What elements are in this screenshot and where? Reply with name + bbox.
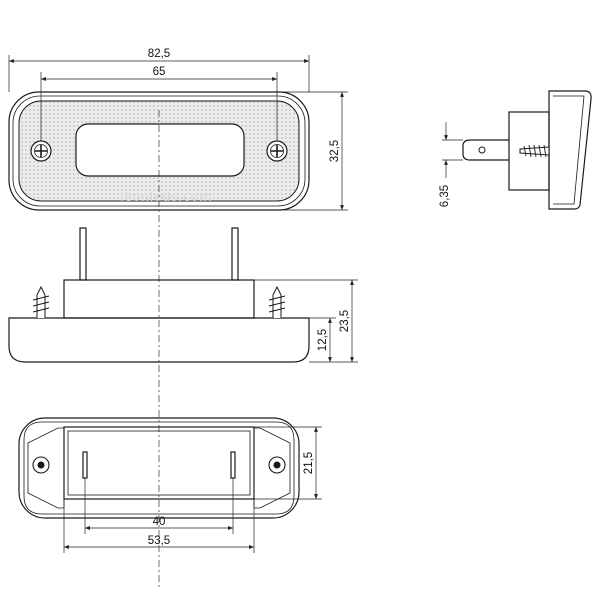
screw-icon — [30, 140, 52, 162]
dimension-base-height: 12,5 — [317, 329, 329, 351]
dimension-overall-length: 82,5 — [148, 48, 170, 60]
side-housing — [548, 90, 592, 210]
screw-icon — [266, 140, 288, 162]
rear-view: 21,5 40 53,5 — [18, 417, 322, 553]
side-view: 6,35 — [439, 90, 592, 210]
terminal-pin — [79, 227, 87, 281]
terminal-slot — [230, 451, 236, 479]
dimension-terminal-spacing: 40 — [153, 516, 166, 528]
section-view: 23,5 12,5 — [8, 227, 358, 363]
base-plate — [8, 317, 310, 363]
screw-icon — [268, 285, 286, 318]
screw-hole-icon — [32, 456, 50, 474]
rear-center-block — [63, 426, 255, 500]
rear-housing-outline — [18, 417, 300, 519]
watermark: leonleds.com — [120, 190, 212, 205]
front-view: leonleds.com 82,5 65 32,5 — [8, 48, 348, 211]
screw-icon — [32, 285, 50, 318]
light-window — [75, 123, 245, 177]
dimension-total-depth: 23,5 — [339, 310, 351, 332]
spade-terminal — [462, 139, 509, 161]
dimension-rear-length: 53,5 — [148, 535, 170, 547]
dimension-terminal-width: 6,35 — [439, 185, 451, 207]
dimension-rear-height: 21,5 — [303, 452, 315, 474]
terminal-pin — [231, 227, 239, 281]
dimension-hole-spacing: 65 — [153, 66, 166, 78]
terminal-slot — [82, 451, 88, 479]
screw-icon — [519, 144, 550, 158]
dimension-overall-height: 32,5 — [329, 140, 341, 162]
screw-hole-icon — [268, 456, 286, 474]
